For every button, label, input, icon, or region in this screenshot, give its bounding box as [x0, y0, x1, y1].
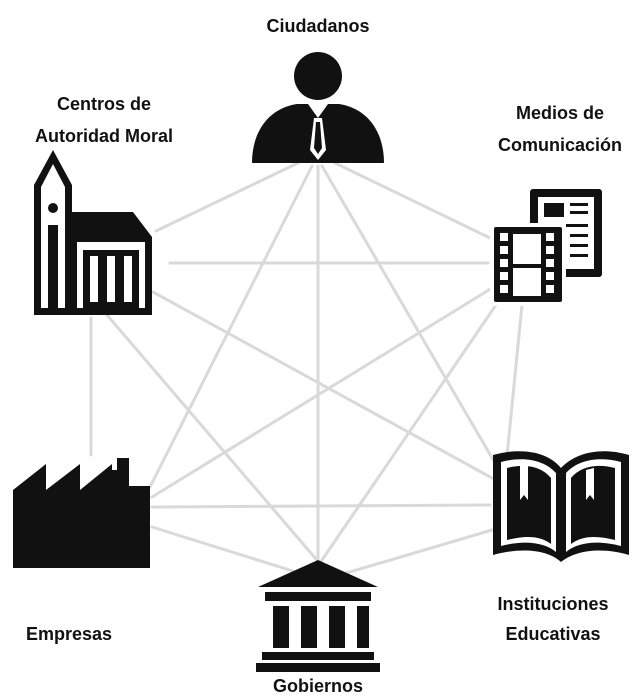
node-ciudadanos: Ciudadanos	[252, 16, 384, 163]
connection-ciudadanos-empresas	[148, 164, 314, 489]
label-medios-line1: Medios de	[516, 103, 604, 123]
connection-medios-instituciones	[505, 303, 524, 458]
label-empresas: Empresas	[26, 624, 112, 644]
label-instituciones-line2: Educativas	[505, 624, 600, 644]
person-icon	[252, 52, 384, 163]
government-building-icon	[256, 560, 380, 672]
node-instituciones: Instituciones Educativas	[493, 451, 629, 644]
open-book-icon	[493, 451, 629, 562]
connection-ciudadanos-centros	[154, 161, 300, 233]
connection-medios-empresas	[150, 286, 494, 499]
label-medios-line2: Comunicación	[498, 135, 622, 155]
label-centros-line2: Autoridad Moral	[35, 126, 173, 146]
factory-icon	[13, 458, 150, 568]
connection-ciudadanos-instituciones	[320, 164, 497, 465]
label-gobiernos: Gobiernos	[273, 676, 363, 696]
connection-instituciones-empresas	[150, 503, 492, 509]
connection-lines	[89, 161, 524, 576]
node-medios: Medios de Comunicación	[490, 103, 622, 306]
node-gobiernos: Gobiernos	[256, 560, 380, 696]
church-icon	[34, 150, 152, 315]
node-empresas: Empresas	[13, 458, 150, 644]
connection-ciudadanos-medios	[333, 161, 492, 240]
label-instituciones-line1: Instituciones	[497, 594, 608, 614]
node-centros: Centros de Autoridad Moral	[34, 94, 173, 315]
connection-instituciones-centros	[151, 290, 494, 480]
connection-instituciones-gobiernos	[341, 528, 494, 576]
media-newspaper-film-icon	[490, 189, 602, 306]
connection-gobiernos-empresas	[150, 525, 298, 574]
label-ciudadanos: Ciudadanos	[266, 16, 369, 36]
connection-gobiernos-centros	[105, 313, 318, 561]
label-centros-line1: Centros de	[57, 94, 151, 114]
